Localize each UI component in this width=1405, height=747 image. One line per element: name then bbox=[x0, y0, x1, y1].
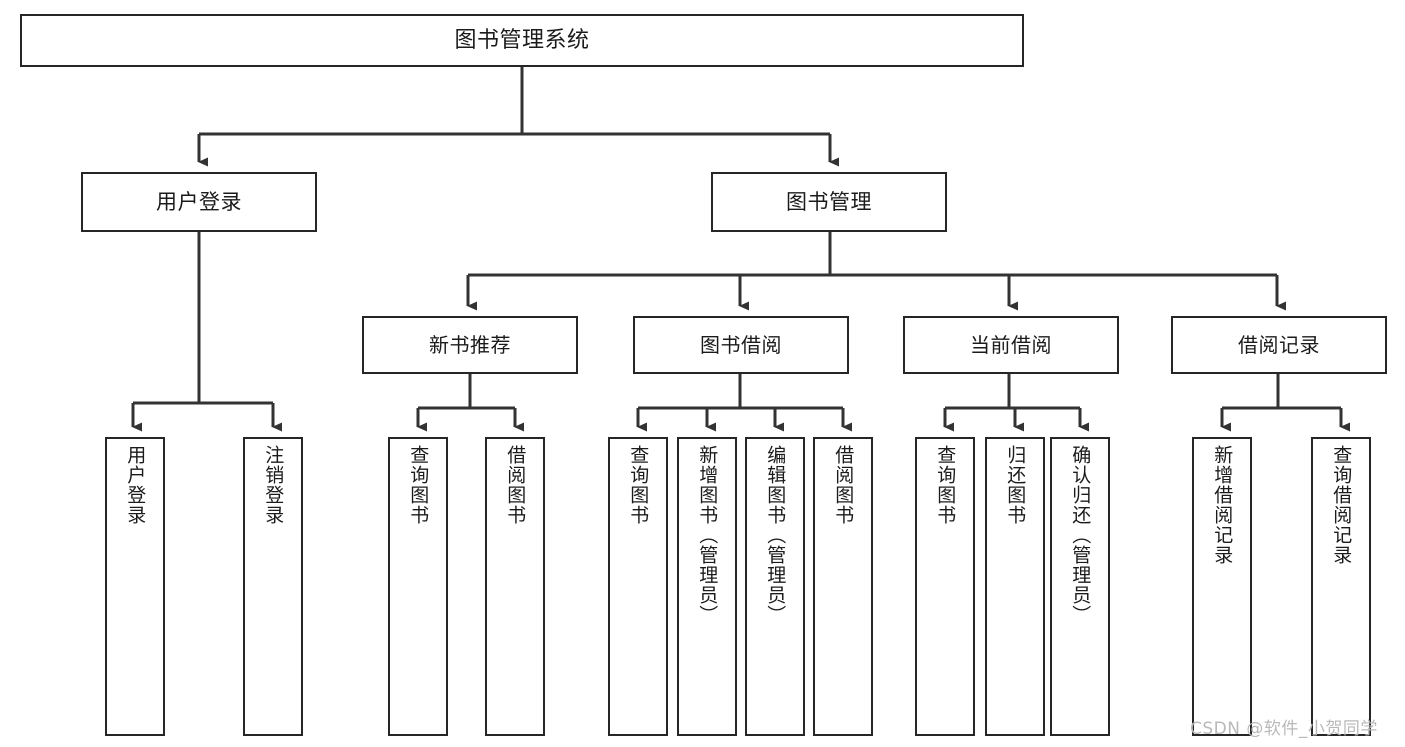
node-leaf-label: 查询借阅记录 bbox=[1330, 445, 1353, 565]
node-leaf[interactable]: 查询图书 bbox=[608, 437, 668, 736]
node-current-borrowing-label: 当前借阅 bbox=[970, 332, 1052, 357]
node-leaf-label: 归还图书 bbox=[1004, 445, 1027, 525]
node-leaf[interactable]: 确认归还（管理员） bbox=[1050, 437, 1110, 736]
node-borrowing-records[interactable]: 借阅记录 bbox=[1171, 316, 1387, 374]
node-leaf-label: 注销登录 bbox=[262, 445, 285, 525]
node-leaf-label: 查询图书 bbox=[934, 445, 957, 525]
node-book-borrowing[interactable]: 图书借阅 bbox=[633, 316, 849, 374]
node-leaf[interactable]: 借阅图书 bbox=[813, 437, 873, 736]
node-leaf[interactable]: 查询图书 bbox=[388, 437, 448, 736]
node-leaf-label: 借阅图书 bbox=[832, 445, 855, 525]
node-leaf-label: 用户登录 bbox=[124, 445, 147, 525]
node-leaf-label: 新增借阅记录 bbox=[1211, 445, 1234, 565]
node-leaf[interactable]: 新增图书（管理员） bbox=[677, 437, 737, 736]
csdn-watermark: CSDN @软件_小贺同学 bbox=[1190, 719, 1378, 739]
node-leaf[interactable]: 查询图书 bbox=[915, 437, 975, 736]
node-leaf[interactable]: 查询借阅记录 bbox=[1311, 437, 1371, 736]
node-user-login-label: 用户登录 bbox=[156, 189, 242, 214]
node-book-management-system[interactable]: 图书管理系统 bbox=[20, 14, 1024, 67]
node-current-borrowing[interactable]: 当前借阅 bbox=[903, 316, 1119, 374]
node-book-management-label: 图书管理 bbox=[786, 189, 872, 214]
node-leaf-label: 新增图书（管理员） bbox=[696, 445, 719, 625]
node-book-borrowing-label: 图书借阅 bbox=[700, 332, 782, 357]
node-borrowing-records-label: 借阅记录 bbox=[1238, 332, 1320, 357]
node-leaf[interactable]: 归还图书 bbox=[985, 437, 1045, 736]
node-root-label: 图书管理系统 bbox=[454, 27, 590, 53]
node-user-login[interactable]: 用户登录 bbox=[81, 172, 317, 232]
node-leaf[interactable]: 注销登录 bbox=[243, 437, 303, 736]
node-leaf-label: 确认归还（管理员） bbox=[1069, 445, 1092, 625]
node-leaf-label: 查询图书 bbox=[407, 445, 430, 525]
node-book-management[interactable]: 图书管理 bbox=[711, 172, 947, 232]
node-leaf-label: 借阅图书 bbox=[504, 445, 527, 525]
node-leaf-label: 查询图书 bbox=[627, 445, 650, 525]
node-leaf[interactable]: 新增借阅记录 bbox=[1192, 437, 1252, 736]
node-leaf[interactable]: 借阅图书 bbox=[485, 437, 545, 736]
node-leaf-label: 编辑图书（管理员） bbox=[764, 445, 787, 625]
node-leaf[interactable]: 用户登录 bbox=[105, 437, 165, 736]
node-leaf[interactable]: 编辑图书（管理员） bbox=[745, 437, 805, 736]
node-new-book-recommendation[interactable]: 新书推荐 bbox=[362, 316, 578, 374]
node-new-book-recommendation-label: 新书推荐 bbox=[429, 332, 511, 357]
